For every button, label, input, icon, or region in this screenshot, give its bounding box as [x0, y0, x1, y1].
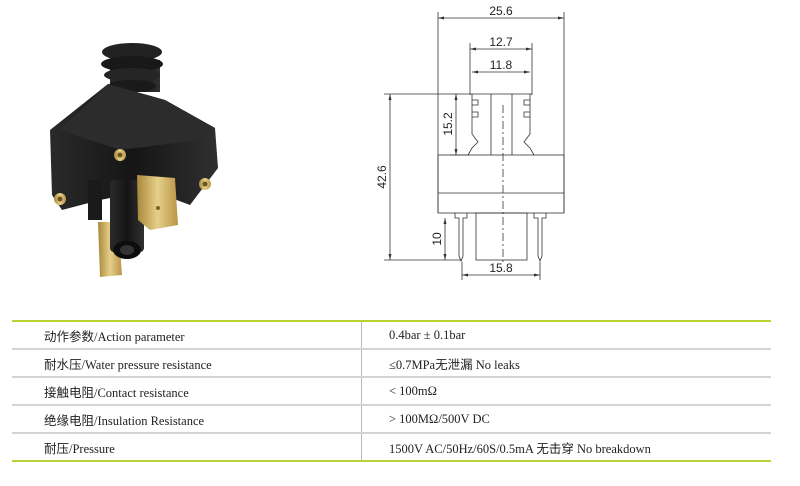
- table-row: 绝缘电阻/Insulation Resistance > 100MΩ/500V D…: [12, 406, 771, 434]
- dimension-drawing: 25.6 12.7 11.8 15.2 42.6 10 15.8: [375, 4, 565, 280]
- pressure-switch-photo: [50, 43, 218, 277]
- spec-value: ≤0.7MPa无泄漏 No leaks: [389, 357, 520, 372]
- dim-inner-diameter: 11.8: [490, 58, 513, 72]
- dim-pin-length: 10: [430, 232, 444, 246]
- spec-value: 1500V AC/50Hz/60S/0.5mA 无击穿 No breakdown: [389, 441, 651, 456]
- table-row: 动作参数/Action parameter 0.4bar ± 0.1bar: [12, 322, 771, 350]
- dim-outer-diameter: 12.7: [489, 35, 513, 49]
- spec-value: 0.4bar ± 0.1bar: [389, 327, 466, 342]
- spec-label: 接触电阻/Contact resistance: [12, 378, 362, 404]
- spec-label: 动作参数/Action parameter: [12, 322, 362, 348]
- spec-value: < 100mΩ: [389, 383, 437, 398]
- table-row: 耐水压/Water pressure resistance ≤0.7MPa无泄漏 …: [12, 350, 771, 378]
- dim-overall-width: 25.6: [489, 4, 513, 18]
- table-row: 接触电阻/Contact resistance < 100mΩ: [12, 378, 771, 406]
- dim-fitting-height: 15.2: [441, 112, 455, 136]
- terminal-tab: [137, 175, 178, 230]
- outlet-tube: [110, 180, 144, 252]
- nozzle: [101, 43, 163, 92]
- dim-pin-spacing: 15.8: [489, 261, 513, 275]
- spec-label: 耐水压/Water pressure resistance: [12, 350, 362, 376]
- spec-value: > 100MΩ/500V DC: [389, 411, 490, 426]
- spec-label: 绝缘电阻/Insulation Resistance: [12, 406, 362, 432]
- table-row: 耐压/Pressure 1500V AC/50Hz/60S/0.5mA 无击穿 N…: [12, 434, 771, 460]
- spec-table: 动作参数/Action parameter 0.4bar ± 0.1bar 耐水压…: [12, 320, 771, 462]
- dim-total-height: 42.6: [375, 165, 389, 189]
- spec-label: 耐压/Pressure: [12, 434, 362, 460]
